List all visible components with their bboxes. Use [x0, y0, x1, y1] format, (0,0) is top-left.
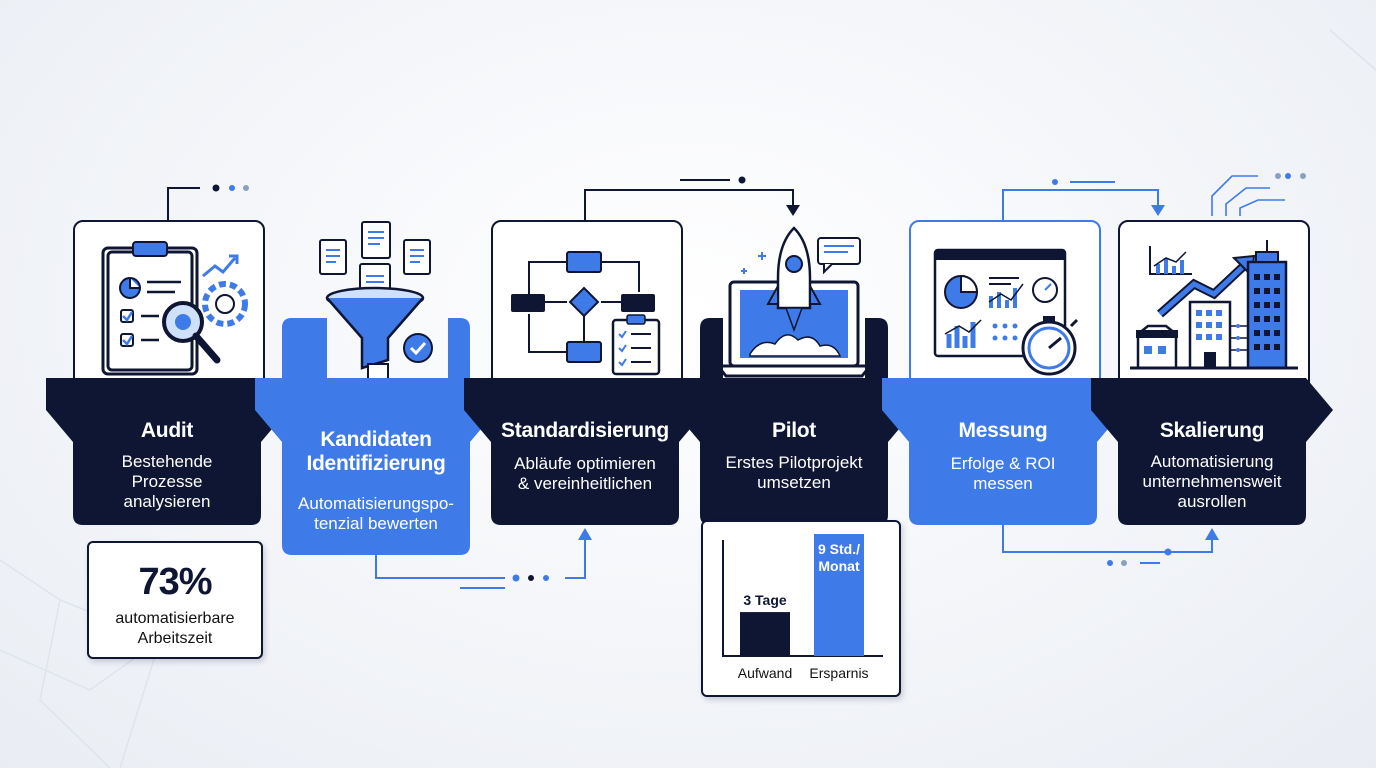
- audit-icon-panel: [73, 220, 265, 394]
- standardisierung-description: Abläufe optimieren& vereinheitlichen: [514, 454, 656, 493]
- rocket-laptop-icon: [714, 226, 874, 378]
- skalierung-banner-shape: [1091, 378, 1333, 525]
- kandidaten-icon-panel: [282, 220, 470, 390]
- kandidaten-banner-shape: [255, 318, 497, 555]
- flowchart-icon: [511, 251, 661, 376]
- pilot-banner-shape: [673, 318, 915, 525]
- standardisierung-banner: Standardisierung Abläufe optimieren& ver…: [464, 378, 706, 525]
- clipboard-audit-icon: [101, 241, 248, 376]
- value-label: 9 Std./Monat: [818, 541, 860, 574]
- bar-aufwand: [740, 612, 790, 656]
- skalierung-title: Skalierung: [1159, 419, 1265, 442]
- value-label: 3 Tage: [743, 592, 787, 608]
- skalierung-icon-panel: [1118, 220, 1310, 394]
- standardisierung-banner-shape: [464, 378, 706, 525]
- kandidaten-description: Automatisierungspo-tenzial bewerten: [298, 494, 454, 533]
- pilot-title: Pilot: [772, 419, 816, 442]
- category-label: Aufwand: [738, 665, 792, 681]
- standardisierung-icon-panel: [491, 220, 683, 394]
- funnel-documents-icon: [319, 221, 433, 383]
- pilot-icon-panel: [700, 220, 888, 390]
- standardisierung-title: Standardisierung: [501, 419, 669, 442]
- audit-title: Audit: [140, 419, 194, 442]
- messung-banner-shape: [882, 378, 1124, 525]
- dashboard-stopwatch-icon: [933, 248, 1079, 376]
- messung-icon-panel: [909, 220, 1101, 394]
- city-growth-icon: [1130, 240, 1298, 370]
- category-label: Ersparnis: [809, 665, 868, 681]
- audit-banner-shape: [46, 378, 288, 525]
- bar-ersparnis: [814, 534, 864, 656]
- messung-title: Messung: [958, 419, 1048, 442]
- stat-value: 73%: [138, 561, 212, 603]
